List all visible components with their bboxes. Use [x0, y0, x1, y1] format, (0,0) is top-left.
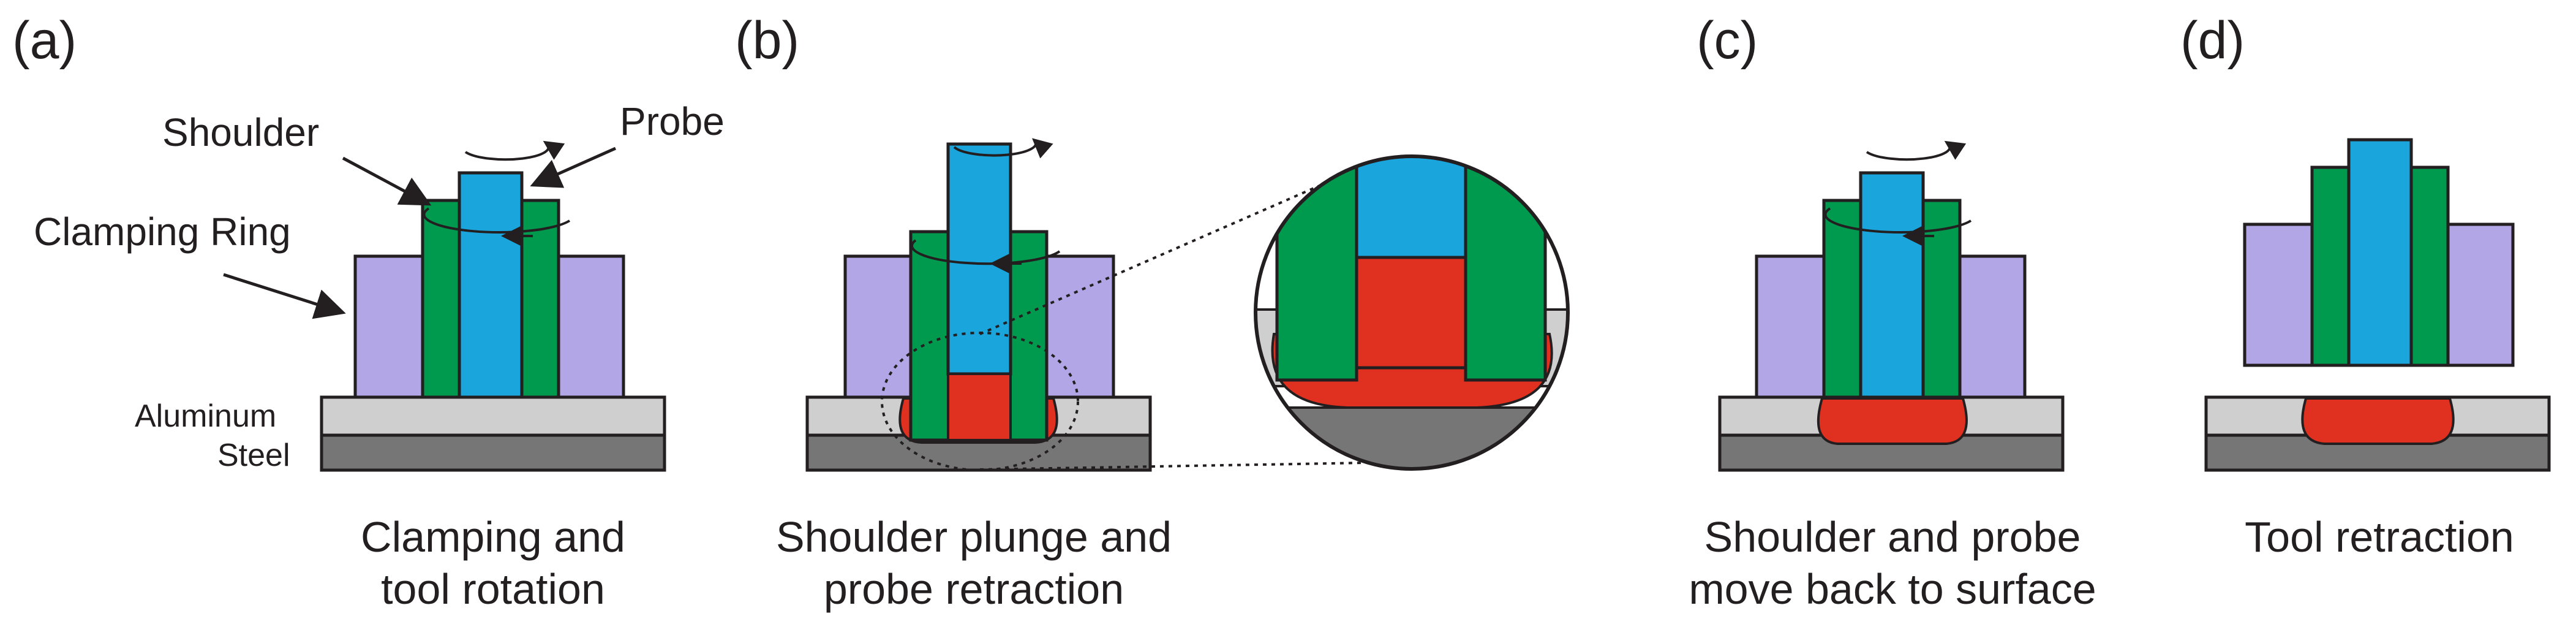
inset-shoulder-left — [1275, 156, 1358, 382]
rotation-arrow-icon — [1866, 140, 1967, 161]
probe — [2347, 138, 2413, 367]
inset-shoulder-right — [1464, 156, 1547, 382]
panel-c-tag: (c) — [1697, 11, 1758, 70]
panel-a-tag: (a) — [12, 11, 77, 70]
rotation-arrow-icon — [911, 239, 1061, 265]
aluminum-plate — [320, 395, 666, 437]
panel-b-caption-line-1: Shoulder plunge and — [776, 513, 1172, 561]
inset-stir-core — [1355, 256, 1467, 370]
label-probe: Probe — [620, 99, 725, 143]
probe — [946, 142, 1012, 376]
zoom-leader-line — [979, 164, 1366, 335]
label-clamping-ring: Clamping Ring — [34, 210, 291, 254]
stir-zone-cavity — [947, 373, 1012, 441]
panel-b-tag: (b) — [735, 11, 799, 70]
panel-d-caption-line-1: Tool retraction — [2245, 513, 2514, 561]
panel-a: (a) Shoulder Probe Clamping Ring Aluminu… — [12, 11, 725, 613]
rotation-arrow-icon — [423, 207, 571, 234]
rotation-arrow-icon — [464, 140, 565, 161]
label-shoulder: Shoulder — [162, 110, 319, 154]
panel-b-caption-line-2: probe retraction — [824, 565, 1124, 613]
steel-plate — [320, 433, 666, 472]
magnified-inset — [1254, 154, 1570, 471]
label-aluminum: Aluminum — [135, 398, 276, 434]
panel-d: (d) Tool retraction — [2180, 11, 2551, 561]
inset-probe — [1355, 156, 1467, 259]
pointer-arrow-icon — [530, 146, 617, 188]
pointer-arrow-icon — [342, 156, 432, 206]
panel-d-tag: (d) — [2180, 11, 2245, 70]
stir-zone — [2301, 397, 2455, 445]
panel-c-caption-line-2: move back to surface — [1689, 565, 2096, 613]
rotation-arrow-icon — [953, 138, 1053, 159]
probe — [458, 171, 524, 399]
rotation-arrow-icon — [1824, 207, 1972, 234]
panel-b: (b) — [735, 11, 1570, 613]
stir-zone — [1817, 397, 1968, 445]
pointer-arrow-icon — [223, 273, 346, 319]
panel-c-caption-line-1: Shoulder and probe — [1704, 513, 2081, 561]
label-steel: Steel — [217, 438, 290, 473]
panel-a-caption-line-1: Clamping and — [361, 513, 625, 561]
probe — [1859, 171, 1925, 399]
panel-c: (c) Shoulder and probe move back to surf… — [1689, 11, 2096, 613]
panel-a-caption-line-2: tool rotation — [381, 565, 605, 613]
